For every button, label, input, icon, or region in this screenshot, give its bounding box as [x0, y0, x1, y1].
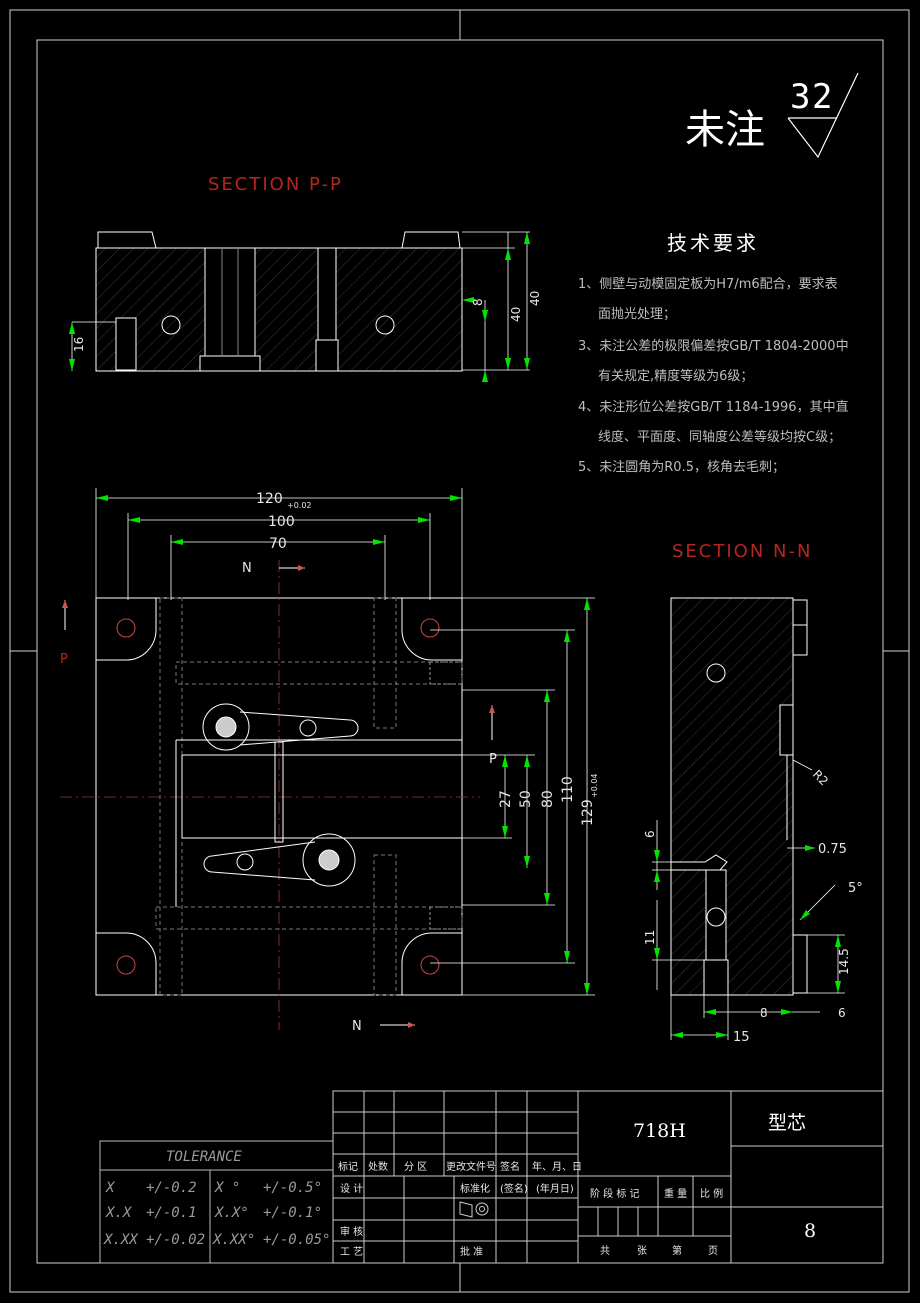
tol-r1-c3: +/-0.1°	[263, 1205, 322, 1221]
tb-review: 审 核	[340, 1225, 363, 1238]
dim-nn-15: 15	[733, 1030, 750, 1045]
section-p-title: SECTION P-P	[208, 174, 343, 195]
tb-page2: 页	[708, 1245, 718, 1257]
tb-mark: 标记	[338, 1161, 358, 1173]
tb-zone: 分 区	[404, 1161, 427, 1173]
tech-req-title: 技术要求	[667, 231, 759, 255]
dim-top-100: 100	[268, 514, 295, 530]
section-n-arrows	[654, 845, 841, 1038]
tol-r0-c3: +/-0.5°	[263, 1180, 322, 1196]
dim-nn-075: 0.75	[818, 842, 847, 857]
dim-nn-11: 11	[643, 930, 657, 945]
tb-approve: 批 准	[460, 1245, 483, 1258]
marker-n-top: N	[242, 561, 252, 576]
tb-change-doc: 更改文件号	[446, 1160, 496, 1173]
dim-top-tol: +0.02	[287, 501, 312, 510]
dim-top-70: 70	[269, 536, 287, 552]
roughness-value-a: 3	[790, 77, 810, 117]
marker-n-bottom: N	[352, 1019, 362, 1034]
roughness-value-b: 2	[812, 77, 832, 117]
title-scale: 8	[804, 1220, 816, 1242]
roughness-symbol	[787, 72, 859, 159]
tol-r1-c2: X.X°	[214, 1205, 249, 1221]
tb-sign2: (签名)	[500, 1182, 528, 1195]
dim-right-110: 110	[560, 776, 576, 803]
section-n-view	[670, 597, 808, 996]
tb-sign: 签名	[500, 1160, 520, 1173]
title-part-name: 型芯	[768, 1112, 806, 1134]
section-n-title: SECTION N-N	[672, 541, 812, 562]
title-material: 718H	[633, 1120, 686, 1142]
tb-date: 年、月、日	[532, 1160, 582, 1173]
tech-req-line-5: 4、未注形位公差按GB/T 1184-1996，其中直	[578, 400, 849, 415]
plan-right-dimlines	[430, 597, 595, 996]
marker-p-left: P	[60, 652, 68, 667]
dim-right-129: 129	[580, 799, 596, 826]
tol-r0-c1: +/-0.2	[146, 1180, 197, 1196]
tb-sheets: 张	[637, 1245, 647, 1257]
tb-weight: 重 量	[664, 1187, 687, 1200]
dim-nn-5deg: 5°	[848, 881, 863, 896]
tb-standard: 标准化	[460, 1182, 490, 1195]
tb-process: 工 艺	[340, 1246, 363, 1258]
tb-total: 共	[600, 1245, 610, 1257]
tol-r1-c1: +/-0.1	[146, 1205, 197, 1221]
tb-date2: (年月日)	[536, 1182, 574, 1195]
dim-nn-145: 14.5	[837, 948, 851, 975]
dim-right-27: 27	[498, 790, 514, 808]
section-p-view	[95, 231, 463, 372]
marker-p-right: P	[489, 752, 497, 767]
tech-req-line-4: 有关规定,精度等级为6级；	[598, 368, 753, 384]
tol-r1-c0: X.X	[105, 1205, 133, 1221]
tol-r0-c2: X °	[214, 1180, 240, 1196]
title-block-grid	[332, 1090, 884, 1264]
tol-r2-c1: +/-0.02	[146, 1232, 205, 1248]
tol-r2-c0: X.XX	[103, 1232, 139, 1248]
dim-nn-6: 6	[643, 830, 657, 838]
dim-right-tol: +0.04	[590, 773, 599, 798]
dim-right-50: 50	[518, 790, 534, 808]
tb-design: 设 计	[340, 1182, 363, 1195]
tech-req-line-2: 面抛光处理；	[598, 307, 676, 322]
tb-count: 处数	[368, 1160, 388, 1173]
dim-pp-40a: 40	[509, 307, 523, 322]
plan-view	[60, 560, 480, 1030]
tech-req-line-6: 线度、平面度、同轴度公差等级均按C级；	[598, 429, 841, 445]
tech-req-line-1: 1、侧壁与动模固定板为H7/m6配合，要求表	[578, 277, 838, 292]
plan-top-dimlines	[95, 488, 463, 600]
plan-top-arrows	[96, 495, 462, 545]
dim-nn-6b: 6	[838, 1006, 846, 1020]
dim-top-overall: 120	[256, 491, 283, 507]
tb-ratio: 比 例	[700, 1187, 723, 1200]
dim-pp-8: 8	[471, 298, 485, 306]
tech-req-line-7: 5、未注圆角为R0.5，核角去毛刺；	[578, 460, 785, 475]
dim-pp-16: 16	[72, 337, 86, 352]
tol-r2-c2: X.XX°	[212, 1232, 255, 1248]
tol-r2-c3: +/-0.05°	[263, 1232, 330, 1248]
dim-nn-r2: R2	[810, 767, 831, 788]
plan-right-arrows	[502, 598, 590, 995]
tol-r0-c0: X	[105, 1180, 116, 1196]
dim-pp-40b: 40	[528, 291, 542, 306]
projection-symbol	[459, 1201, 489, 1218]
section-p-arrows	[69, 232, 530, 382]
tolerance-title: TOLERANCE	[166, 1149, 242, 1165]
tb-page: 第	[672, 1244, 682, 1257]
surface-note-text: 未注	[685, 107, 765, 153]
dim-right-80: 80	[540, 790, 556, 808]
dim-nn-8: 8	[760, 1006, 768, 1020]
tech-req-line-3: 3、未注公差的极限偏差按GB/T 1804-2000中	[578, 338, 849, 354]
tb-stage: 阶 段 标 记	[590, 1187, 640, 1200]
